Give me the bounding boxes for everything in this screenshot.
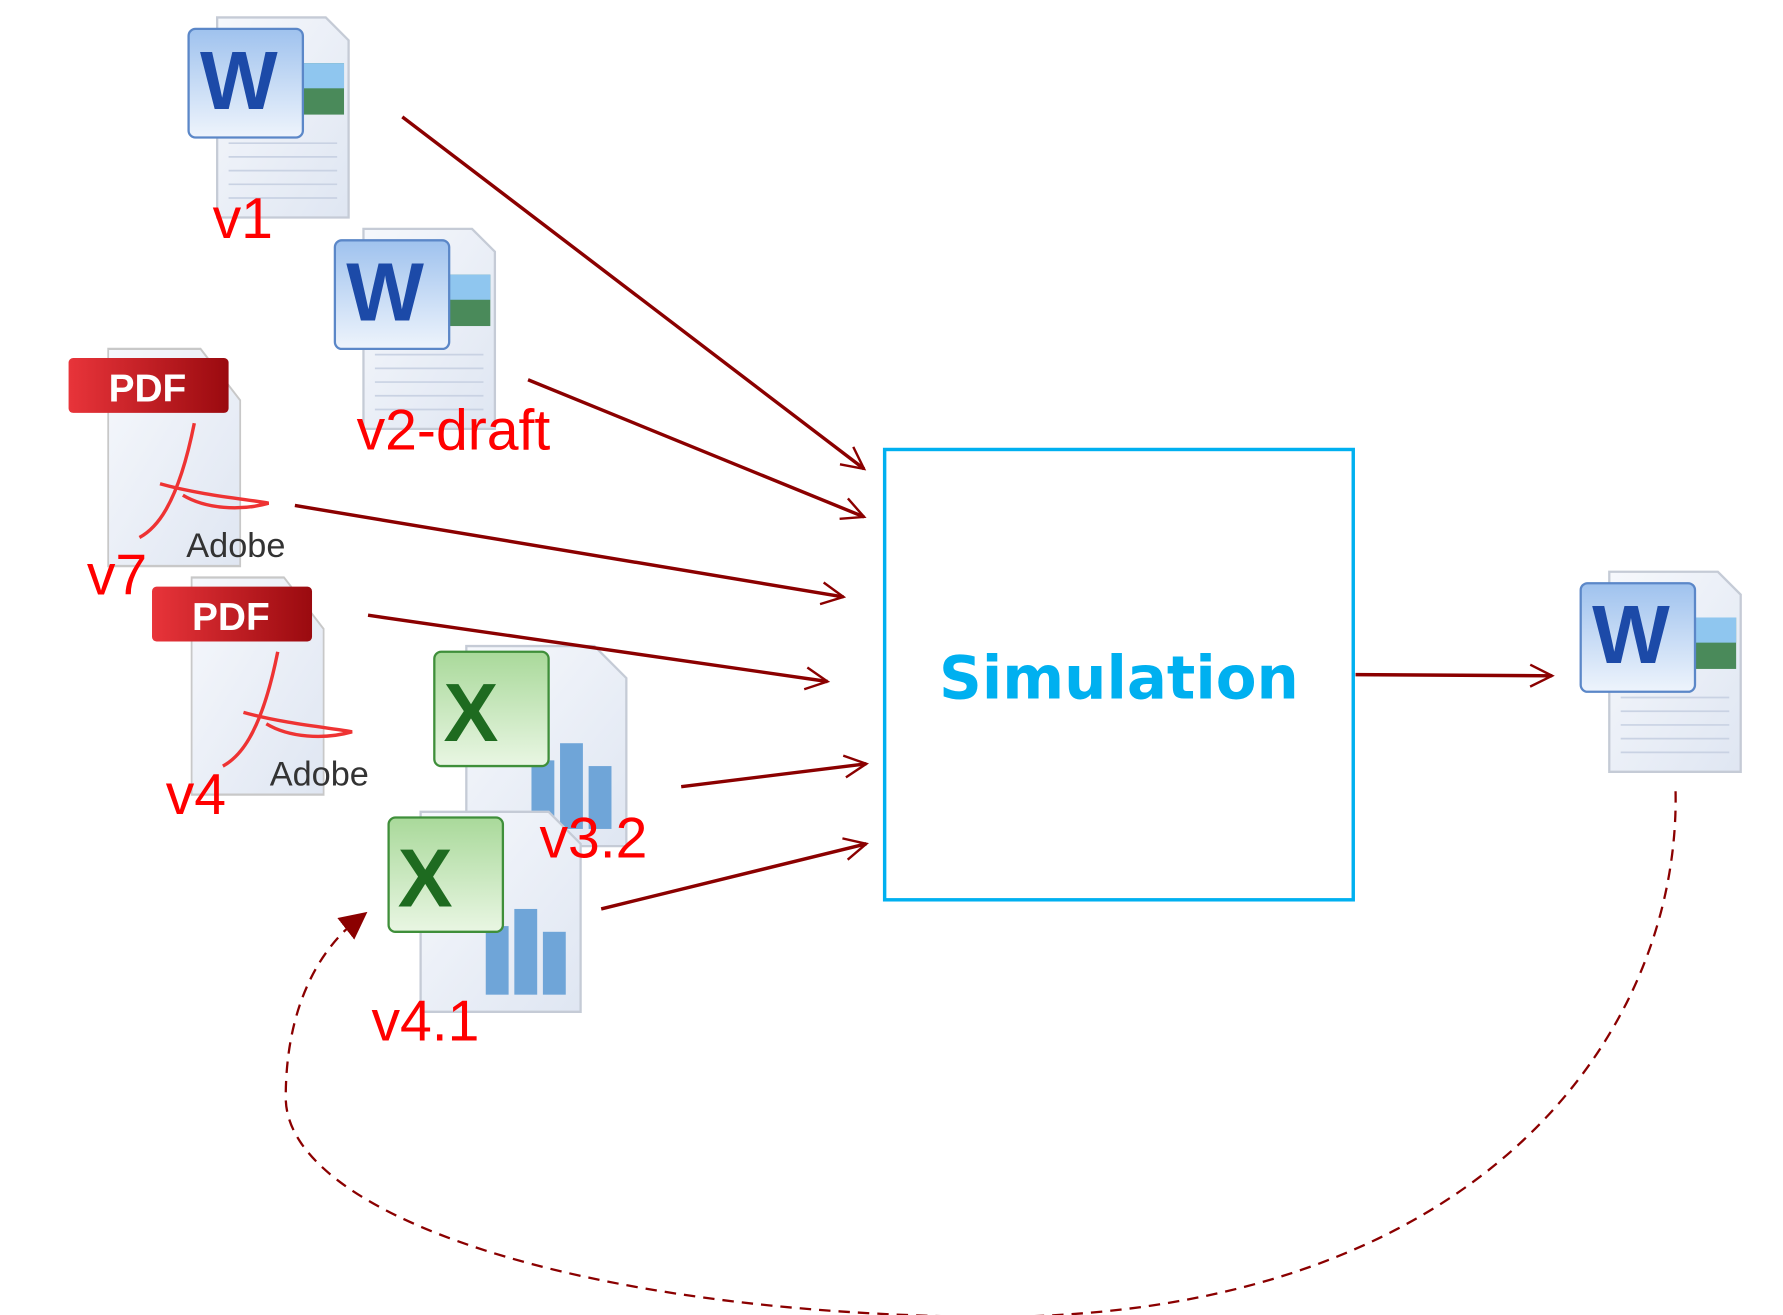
simulation-box [882,447,1355,902]
svg-text:PDF: PDF [192,596,270,639]
version-label-v4-1: v4.1 [371,989,479,1053]
pdf-file-icon-v4: PDF Adobe [152,576,369,796]
arrow-v7-to-simulation [294,503,847,606]
svg-text:PDF: PDF [109,367,187,410]
version-label-v2-draft: v2-draft [357,398,551,462]
version-label-v3-2: v3.2 [539,807,647,871]
version-label-v7: v7 [87,544,147,608]
simulation-label: Simulation [939,645,1299,714]
feedback-dashed-arrow [284,791,1677,1315]
arrow-v2-draft-to-simulation [527,378,867,520]
version-label-v4: v4 [166,763,226,827]
arrow-v3-2-to-simulation [680,754,870,789]
pdf-file-icon-v7: PDF Adobe [68,347,285,568]
arrow-v4-to-simulation [367,613,831,691]
arrow-v4-1-to-simulation [600,837,869,911]
svg-text:Adobe: Adobe [270,756,369,794]
version-label-v1: v1 [213,187,273,251]
word-file-icon-output [1579,570,1742,773]
arrow-v1-to-simulation [401,115,867,471]
arrow-simulation-to-output [1355,663,1555,688]
svg-text:Adobe: Adobe [186,527,285,565]
